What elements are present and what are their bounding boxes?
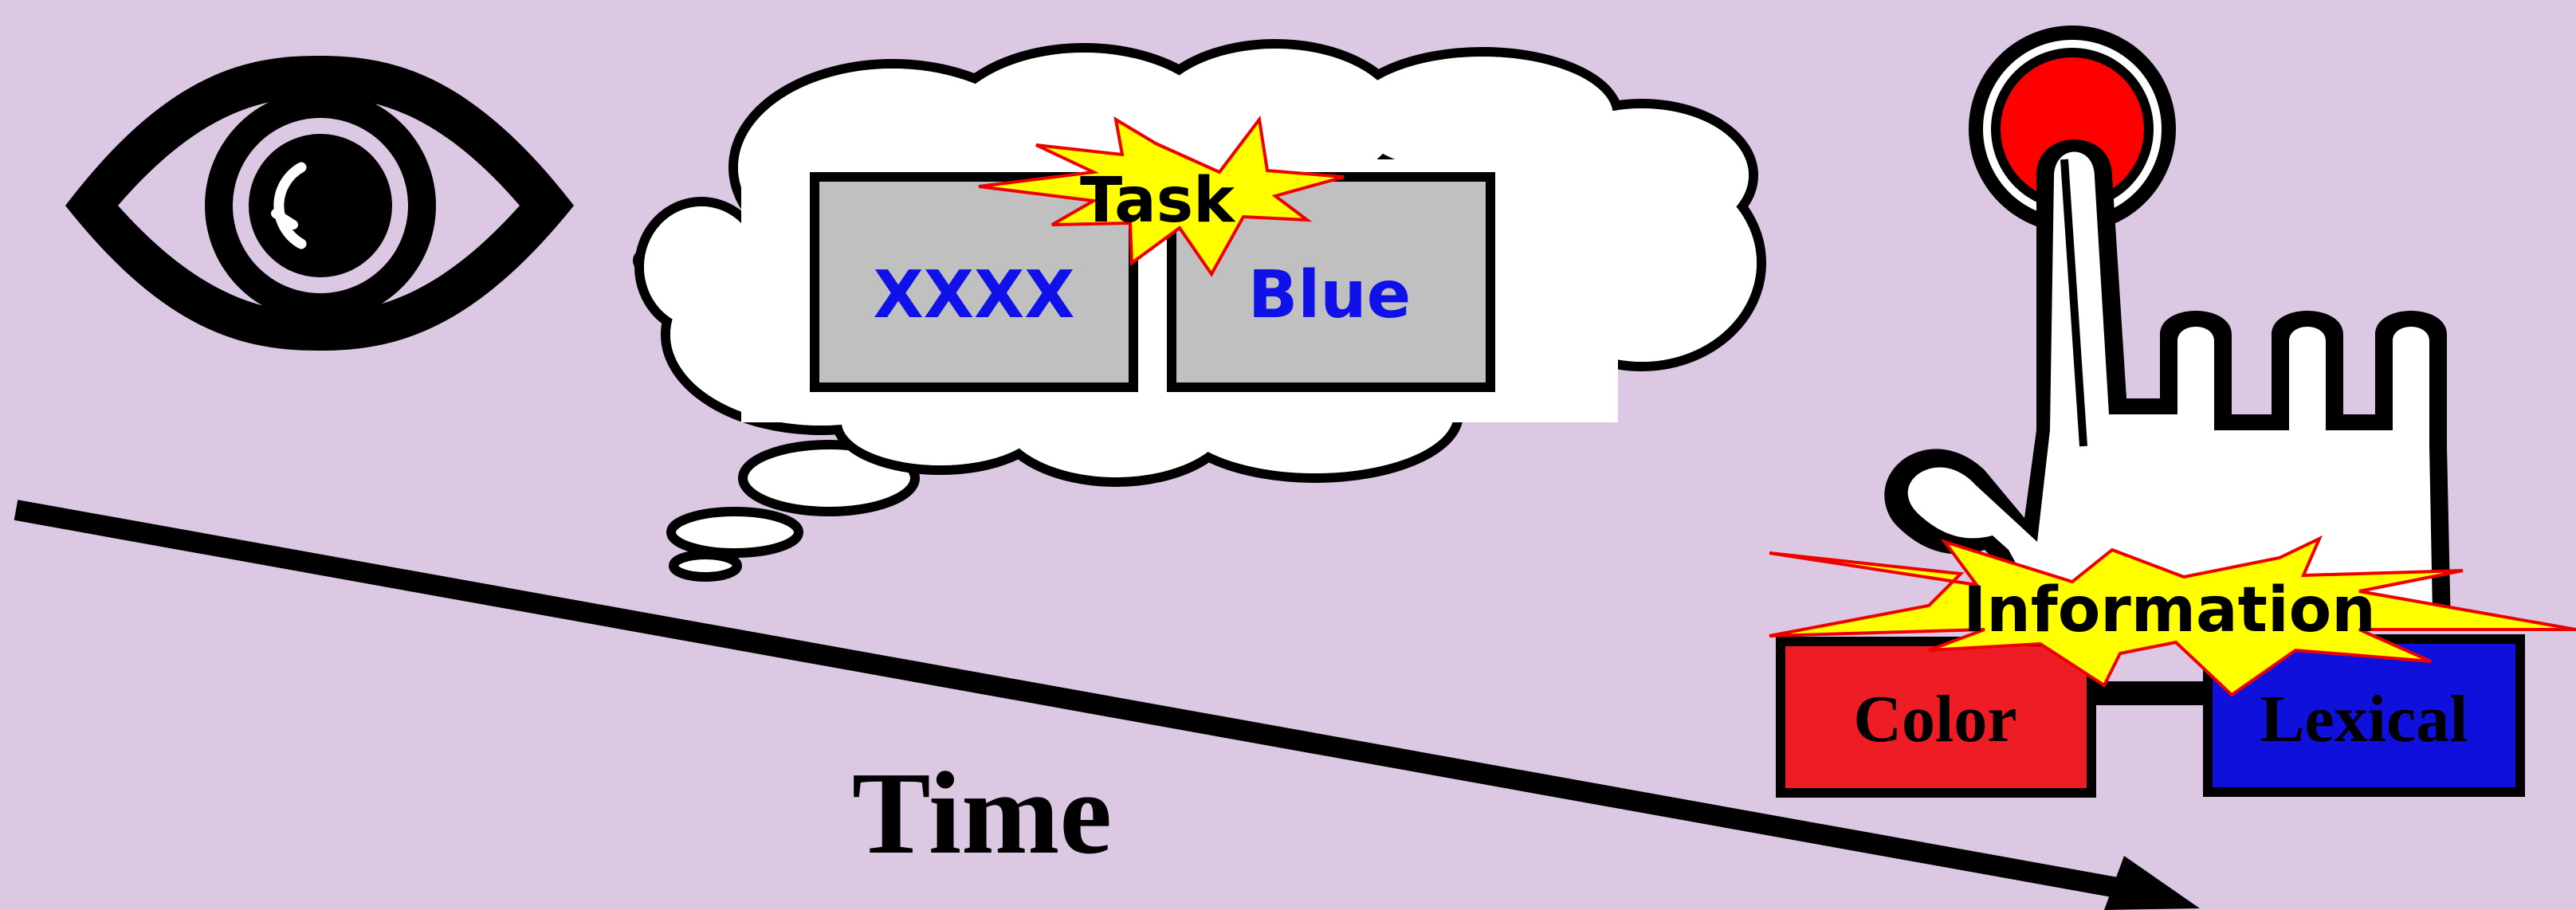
lexical-key-label: Lexical	[2260, 682, 2468, 756]
eye-icon	[65, 56, 574, 351]
time-arrow-icon	[14, 500, 2200, 910]
stimulus-word-left: XXXX	[874, 257, 1075, 333]
time-label: Time	[852, 748, 1112, 879]
information-label: Information	[1963, 575, 2376, 646]
task-label: Task	[1080, 165, 1236, 237]
information-burst: Information	[1769, 535, 2576, 697]
color-key-label: Color	[1853, 682, 2016, 756]
color-key	[1776, 637, 2096, 798]
task-burst: Task	[978, 116, 1345, 277]
pointing-hand-icon	[1884, 25, 2451, 630]
stimulus-word-right: Blue	[1248, 257, 1412, 333]
